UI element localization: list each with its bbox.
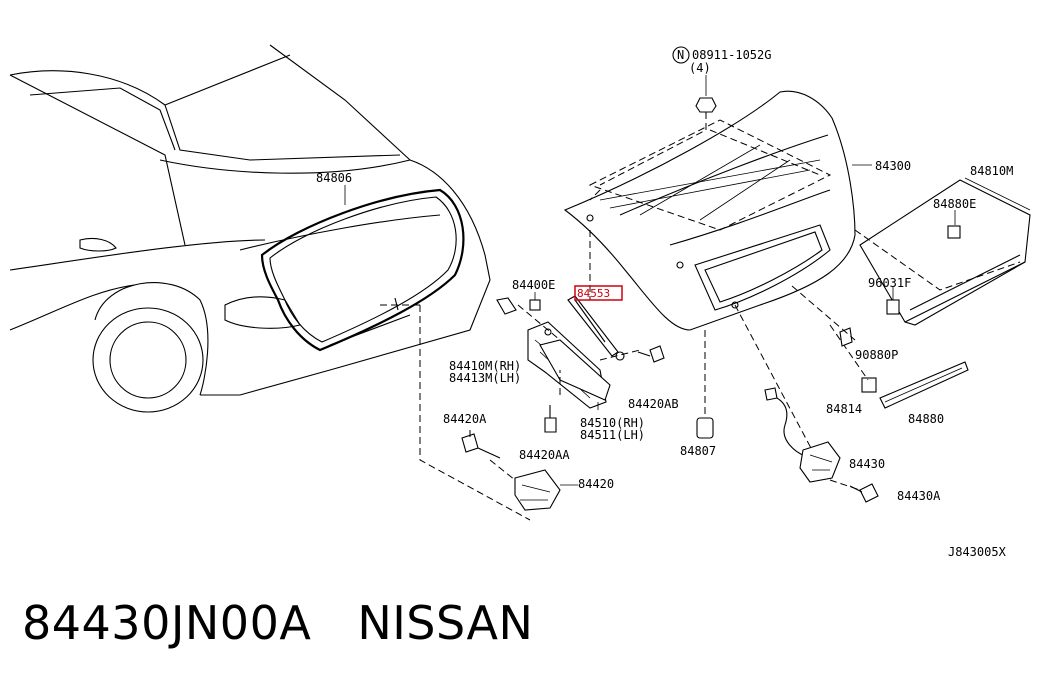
callout-84420aa: 84420AA <box>519 448 570 462</box>
callout-84806: 84806 <box>316 171 352 185</box>
callout-84553: 84553 <box>577 287 610 300</box>
callout-labels: N 08911-1052G (4) 84806 84300 84810M 848… <box>316 46 1013 559</box>
callout-90880p: 90880P <box>855 348 898 362</box>
part-number: 84430JN00A <box>22 596 312 650</box>
callout-84430: 84430 <box>849 457 885 471</box>
callout-84413m: 84413M(LH) <box>449 371 521 385</box>
callout-84807: 84807 <box>680 444 716 458</box>
callout-84880: 84880 <box>908 412 944 426</box>
callout-08911-1052g: 08911-1052G <box>692 48 771 62</box>
callout-84880e: 84880E <box>933 197 976 211</box>
stop-lamp-drawing <box>791 285 969 409</box>
spoiler-drawing <box>854 177 1031 326</box>
callout-08911-qty: (4) <box>689 61 711 75</box>
callout-84511: 84511(LH) <box>580 428 645 442</box>
callout-84420: 84420 <box>578 477 614 491</box>
part-caption: 84430JN00A NISSAN <box>22 596 533 666</box>
callout-84400e: 84400E <box>512 278 555 292</box>
callout-84410m: 84410M(RH) <box>449 359 521 373</box>
figure-id: J843005X <box>948 545 1007 559</box>
car-body-drawing <box>9 44 491 413</box>
trunk-lock-drawing <box>734 304 879 503</box>
callout-84814: 84814 <box>826 402 862 416</box>
n-symbol-circle <box>672 46 690 64</box>
highlight-box-84553 <box>574 285 623 301</box>
trunk-lid-drawing <box>563 90 872 331</box>
bumper-stop-drawing <box>696 330 714 439</box>
trunk-lid-parts-diagram: N 08911-1052G (4) 84806 84300 84810M 848… <box>9 44 1031 559</box>
callout-84510: 84510(RH) <box>580 416 645 430</box>
callout-84430a: 84430A <box>897 489 941 503</box>
callout-96031f: 96031F <box>868 276 911 290</box>
brand-name: NISSAN <box>357 596 534 650</box>
callout-84420ab: 84420AB <box>628 397 679 411</box>
callout-84420a: 84420A <box>443 412 487 426</box>
hinge-assembly-drawing <box>380 230 665 521</box>
nut-08911-drawing <box>599 75 821 186</box>
callout-84300: 84300 <box>875 159 911 173</box>
callout-n-symbol: N <box>677 48 684 62</box>
callout-84810m: 84810M <box>970 164 1013 178</box>
